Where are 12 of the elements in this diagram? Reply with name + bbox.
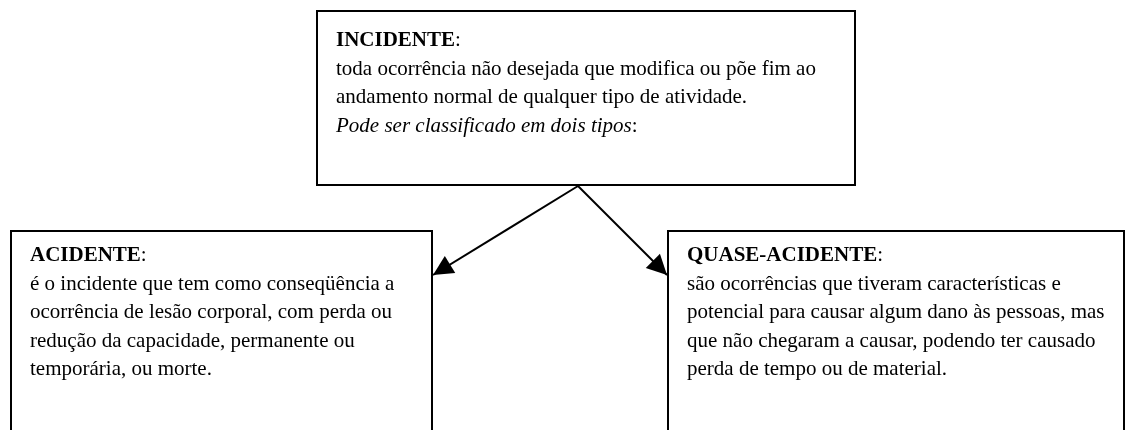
node-description: são ocorrências que tiveram características e potencial para causar algum dano às pessoas, mas que não chegaram a causar, podendo ter causado perda de tempo ou de material. [687,269,1106,382]
node-description: é o incidente que tem como conseqüência a ocorrência de lesão corporal, com perda ou redução da capacidade, permanente ou temporária, ou morte. [30,269,396,382]
node-heading: QUASE-ACIDENTE: [687,241,885,268]
node-description: toda ocorrência não desejada que modifica ou põe fim ao andamento normal de qualquer tipo de atividade. [336,54,817,110]
text-box [667,230,1125,430]
text-box [10,230,433,430]
node-heading: ACIDENTE: [30,241,148,268]
arrow [432,185,579,276]
arrow [577,185,668,276]
node-heading: INCIDENTE: [336,26,462,53]
text-box [316,10,856,186]
node-note: Pode ser classificado em dois tipos: [336,111,639,139]
